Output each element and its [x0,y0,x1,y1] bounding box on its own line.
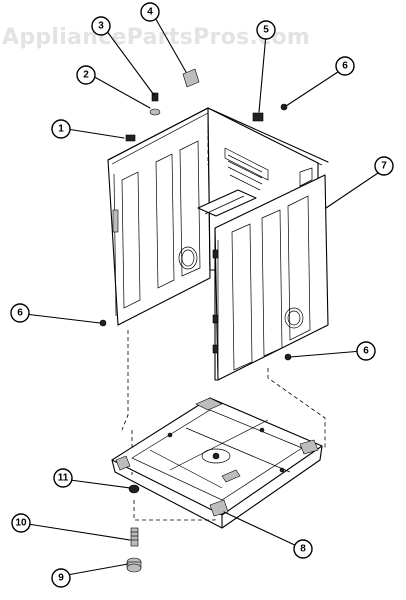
clip-part [125,134,136,142]
callout-8: 8 [293,539,313,559]
callout-4: 4 [140,2,160,22]
leveling-hardware [126,484,142,573]
leader-lines [24,13,385,576]
svg-text:1: 1 [58,124,64,135]
callout-7: 7 [374,156,394,176]
svg-text:2: 2 [83,70,89,81]
svg-text:6: 6 [342,61,348,72]
leveling-leg-screw [130,527,139,547]
svg-text:10: 10 [15,518,27,529]
callouts: 1 2 3 4 5 6 6 7 [10,2,394,588]
callout-9: 9 [51,568,71,588]
callout-6-left: 6 [10,303,30,323]
callout-10: 10 [11,513,31,533]
callout-11: 11 [53,468,73,488]
svg-text:6: 6 [17,308,23,319]
left-side-panel [107,107,211,326]
svg-text:6: 6 [363,346,369,357]
svg-text:11: 11 [58,473,69,484]
front-panel [214,174,329,381]
svg-text:9: 9 [58,573,64,584]
callout-6-top: 6 [335,56,355,76]
svg-text:3: 3 [98,21,104,32]
callout-3: 3 [91,16,111,36]
foot-nut [128,484,140,494]
cabinet-assembly [99,68,329,381]
callout-2: 2 [76,65,96,85]
svg-text:4: 4 [147,7,153,18]
svg-text:8: 8 [300,544,306,555]
callout-6-right: 6 [356,341,376,361]
base-assembly [111,397,323,529]
svg-text:5: 5 [263,25,269,36]
callout-5: 5 [256,20,276,40]
callout-1: 1 [51,119,71,139]
svg-text:7: 7 [381,161,387,172]
